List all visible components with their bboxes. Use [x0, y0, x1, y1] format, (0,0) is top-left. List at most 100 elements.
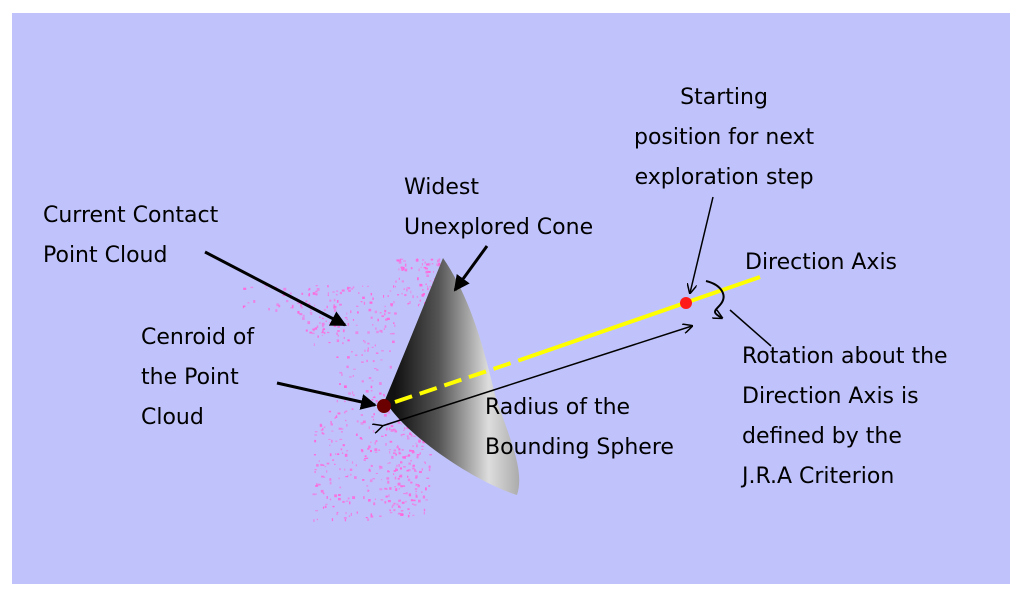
- point-cloud-dot: [421, 468, 423, 471]
- point-cloud-dot: [329, 481, 332, 485]
- point-cloud-dot: [407, 478, 411, 482]
- point-cloud-dot: [403, 267, 405, 270]
- point-cloud-dot: [305, 300, 308, 303]
- point-cloud-dot: [319, 322, 321, 324]
- label-widest-cone-line-1: Widest: [404, 175, 479, 200]
- point-cloud-dot: [310, 309, 312, 312]
- point-cloud-dot: [361, 438, 363, 440]
- point-cloud-dot: [403, 260, 406, 262]
- point-cloud-dot: [339, 383, 341, 385]
- point-cloud-dot: [399, 258, 401, 262]
- point-cloud-dot: [344, 453, 348, 457]
- point-cloud-dot: [397, 445, 399, 447]
- point-cloud-dot: [424, 302, 426, 305]
- point-cloud-dot: [387, 500, 391, 503]
- point-cloud-dot: [422, 495, 426, 499]
- label-starting-position: Starting position for next exploration s…: [634, 78, 814, 198]
- point-cloud-dot: [301, 292, 304, 295]
- point-cloud-dot: [344, 518, 347, 522]
- point-cloud-dot: [337, 334, 339, 337]
- point-cloud-dot: [421, 445, 424, 447]
- point-cloud-dot: [411, 452, 414, 454]
- point-cloud-dot: [375, 327, 377, 330]
- label-direction-axis: Direction Axis: [745, 243, 897, 283]
- point-cloud-dot: [425, 487, 427, 491]
- point-cloud-dot: [322, 464, 325, 466]
- point-cloud-dot: [349, 501, 351, 505]
- point-cloud-dot: [402, 433, 405, 436]
- point-cloud-dot: [374, 344, 376, 347]
- point-cloud-dot: [370, 515, 374, 518]
- point-cloud-dot: [342, 500, 345, 503]
- point-cloud-dot: [437, 265, 439, 267]
- point-cloud-dot: [416, 484, 419, 486]
- point-cloud-dot: [316, 518, 318, 521]
- point-cloud-dot: [356, 420, 359, 423]
- point-cloud-dot: [283, 287, 287, 291]
- point-cloud-dot: [387, 470, 390, 473]
- point-cloud-dot: [360, 422, 364, 425]
- point-cloud-dot: [336, 399, 338, 403]
- point-cloud-dot: [398, 488, 400, 490]
- point-cloud-dot: [408, 469, 411, 472]
- point-cloud-dot: [395, 453, 397, 456]
- point-cloud-dot: [345, 512, 347, 515]
- point-cloud-dot: [356, 511, 358, 514]
- point-cloud-dot: [368, 499, 371, 502]
- point-cloud-dot: [400, 266, 404, 270]
- label-centroid-line-1: Cenroid of: [141, 325, 255, 350]
- point-cloud-dot: [370, 385, 373, 389]
- point-cloud-dot: [363, 340, 365, 342]
- point-cloud-dot: [282, 294, 286, 297]
- point-cloud-dot: [333, 304, 335, 308]
- point-cloud-dot: [433, 271, 434, 273]
- point-cloud-dot: [318, 460, 320, 462]
- point-cloud-dot: [423, 266, 427, 269]
- point-cloud-dot: [326, 496, 328, 499]
- point-cloud-dot: [349, 376, 352, 378]
- point-cloud-dot: [371, 416, 374, 418]
- point-cloud-dot: [332, 505, 335, 508]
- point-cloud-dot: [364, 458, 366, 459]
- point-cloud-dot: [384, 313, 386, 316]
- point-cloud-dot: [396, 446, 399, 449]
- point-cloud-dot: [373, 502, 376, 506]
- point-cloud-dot: [345, 419, 347, 422]
- point-cloud-dot: [321, 331, 324, 334]
- point-cloud-dot: [401, 449, 404, 451]
- point-cloud-dot: [355, 354, 358, 356]
- rotation-arrow: [705, 280, 725, 318]
- point-cloud-dot: [389, 511, 393, 514]
- point-cloud-dot: [399, 452, 402, 455]
- point-cloud-dot: [370, 316, 373, 319]
- point-cloud-dot: [341, 431, 343, 433]
- leader-widest-cone: [453, 245, 489, 292]
- point-cloud-dot: [404, 269, 407, 272]
- point-cloud-dot: [424, 261, 426, 264]
- point-cloud-dot: [377, 318, 379, 322]
- point-cloud-dot: [297, 311, 300, 314]
- point-cloud-dot: [329, 321, 331, 325]
- point-cloud-dot: [344, 411, 346, 414]
- point-cloud-dot: [372, 478, 376, 480]
- point-cloud-dot: [388, 494, 390, 498]
- point-cloud-dot: [341, 373, 343, 376]
- point-cloud-dot: [407, 508, 410, 511]
- point-cloud-dot: [404, 427, 406, 430]
- point-cloud-dot: [392, 340, 395, 344]
- point-cloud-dot: [367, 489, 369, 492]
- point-cloud-dot: [322, 328, 326, 331]
- point-cloud-dot: [345, 410, 348, 413]
- point-cloud-dot: [366, 359, 368, 363]
- point-cloud-dot: [325, 503, 328, 506]
- point-cloud-dot: [374, 310, 378, 314]
- point-cloud-dot: [278, 304, 281, 308]
- point-cloud-dot: [389, 487, 392, 490]
- point-cloud-dot: [392, 504, 395, 507]
- point-cloud-dot: [344, 317, 348, 319]
- label-rotation-line-3: defined by the: [742, 424, 902, 449]
- point-cloud-dot: [394, 467, 398, 469]
- point-cloud-dot: [323, 426, 326, 428]
- point-cloud-dot: [334, 417, 336, 419]
- point-cloud-dot: [399, 467, 402, 470]
